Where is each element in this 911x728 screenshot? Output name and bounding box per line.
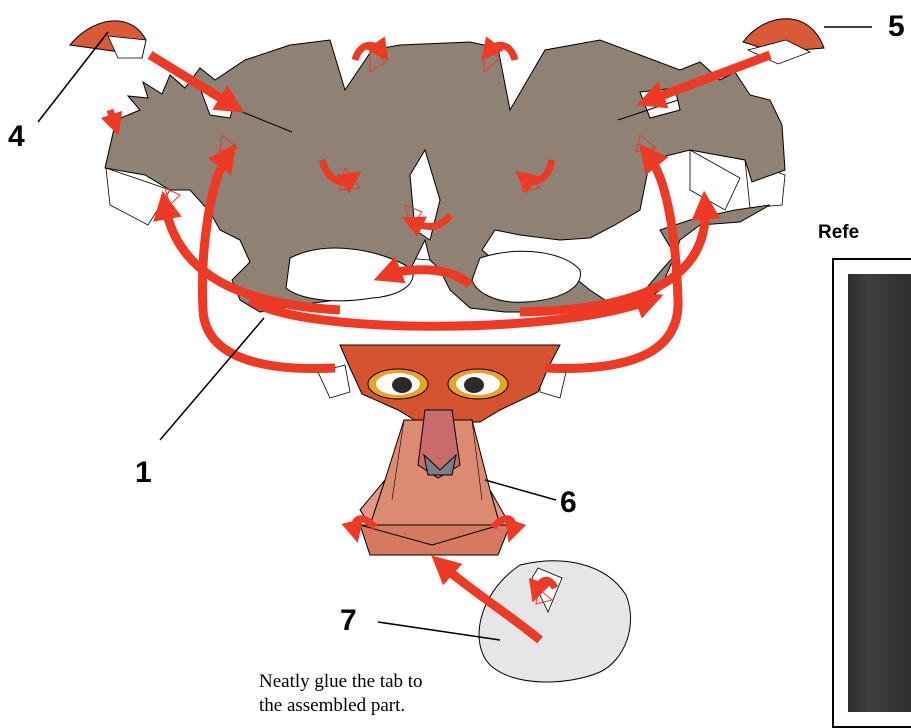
- instruction-line-1: Neatly glue the tab to: [259, 670, 519, 694]
- instruction-text: Neatly glue the tab to the assembled par…: [259, 670, 519, 718]
- callout-7: 7: [340, 606, 357, 636]
- left-eye-icon: [368, 369, 428, 399]
- callout-5: 5: [888, 12, 905, 42]
- right-eye-icon: [448, 369, 508, 399]
- instruction-line-2: the assembled part.: [259, 694, 519, 718]
- reference-photo: [848, 274, 911, 712]
- reference-photo-frame: [832, 258, 911, 728]
- callout-4: 4: [8, 122, 25, 152]
- chin-tab-part-7: [479, 561, 630, 682]
- callout-1: 1: [135, 458, 152, 488]
- callout-6: 6: [560, 488, 577, 518]
- reference-title: Refe: [818, 222, 859, 244]
- ear-piece-4: [70, 21, 146, 58]
- nose-box-part-6: [360, 410, 510, 555]
